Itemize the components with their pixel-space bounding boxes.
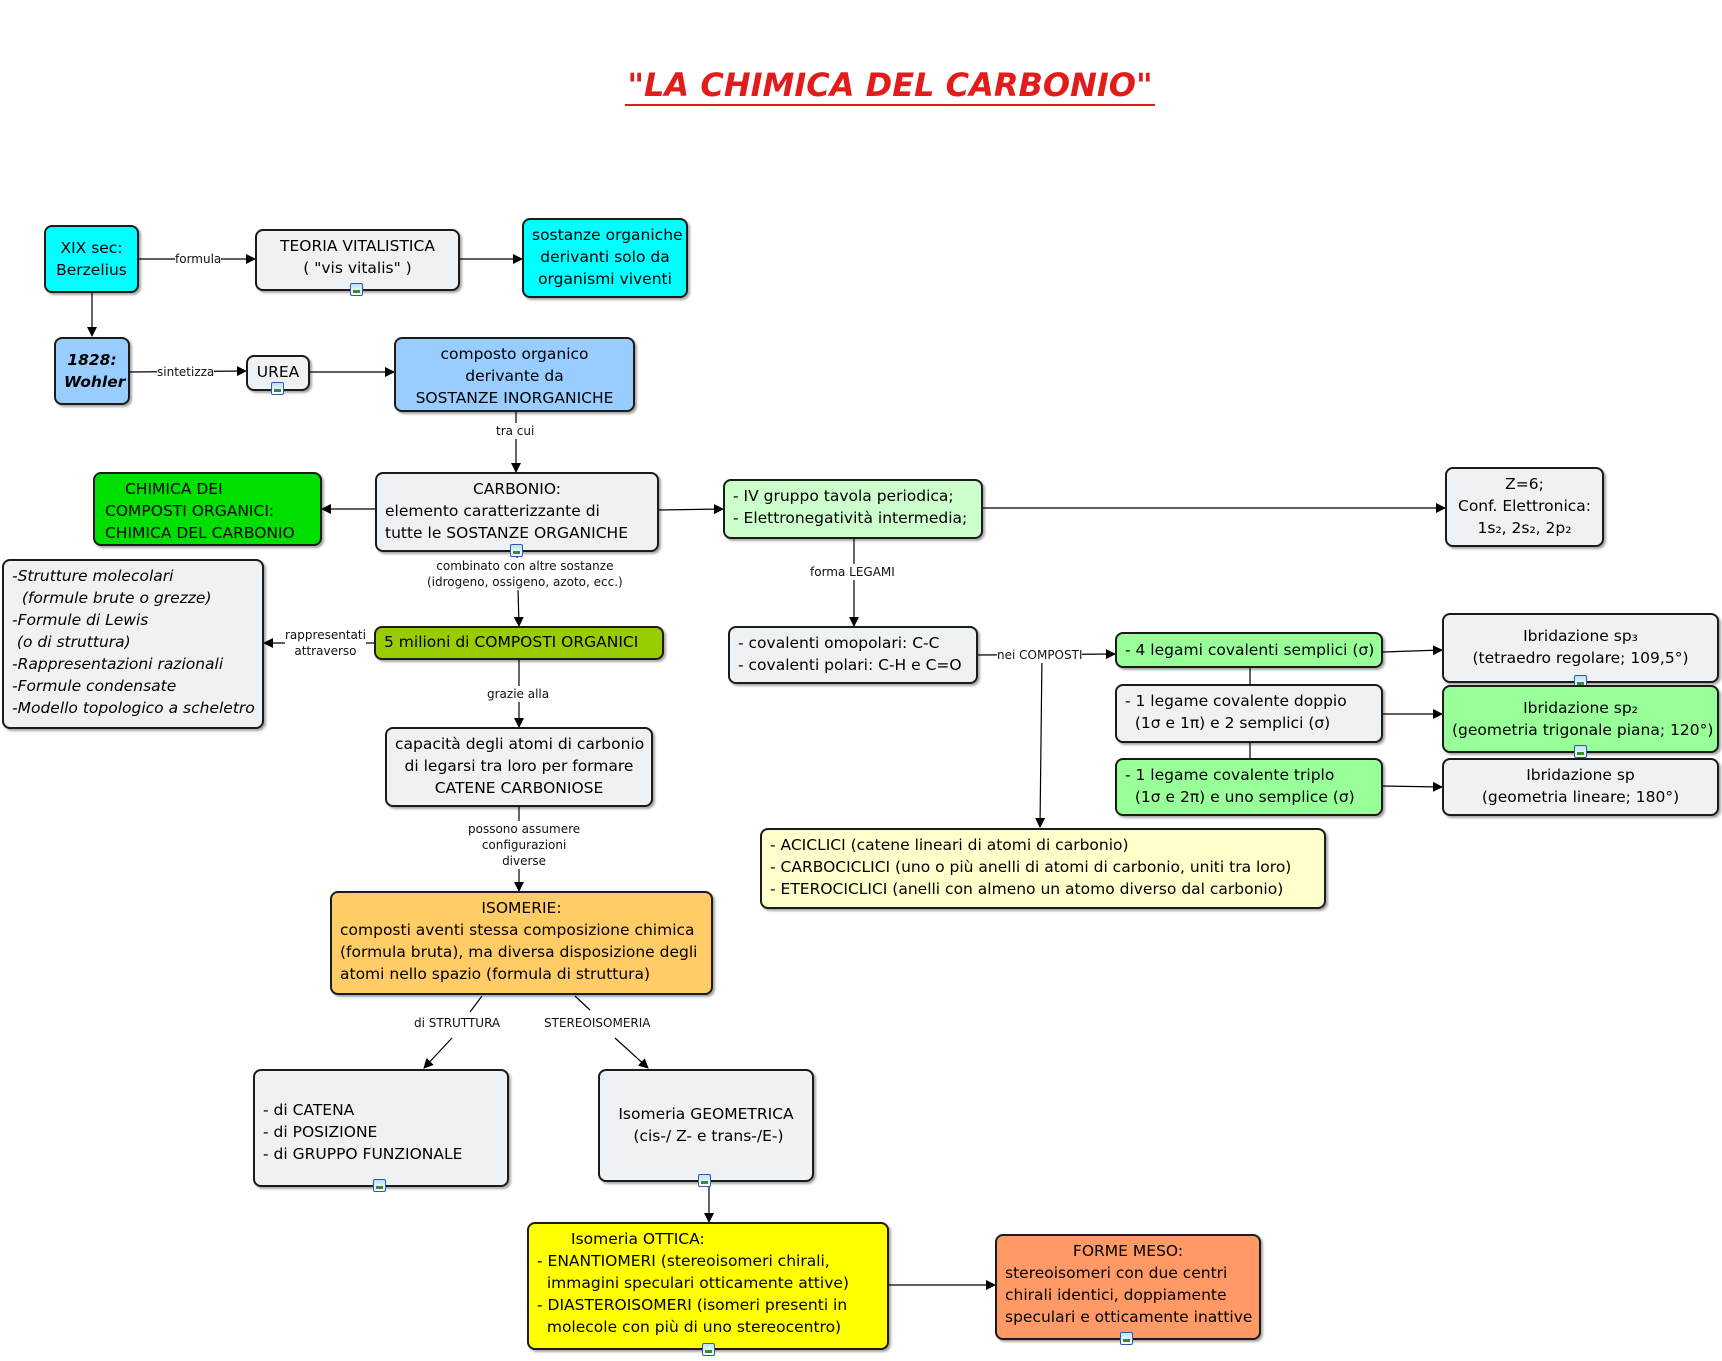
label-rappresentati: rappresentati attraverso [285,627,366,659]
node-catena[interactable]: - di CATENA - di POSIZIONE - di GRUPPO F… [253,1069,509,1187]
attachment-icon[interactable] [698,1174,711,1187]
node-doppio[interactable]: - 1 legame covalente doppio (1σ e 1π) e … [1115,684,1383,743]
node-sp2[interactable]: Ibridazione sp₂ (geometria trigonale pia… [1442,685,1719,753]
node-covalenti[interactable]: - covalenti omopolari: C-C - covalenti p… [728,626,978,684]
node-isomerie[interactable]: ISOMERIE: composti aventi stessa composi… [330,891,713,995]
link-isomerie-catena [469,995,483,1013]
node-4-legami[interactable]: - 4 legami covalenti semplici (σ) [1115,632,1383,668]
node-forme-meso[interactable]: FORME MESO: stereoisomeri con due centri… [995,1234,1261,1340]
page-title: "LA CHIMICA DEL CARBONIO" [625,66,1155,106]
link-composti-aciclici [1035,654,1046,828]
label-formula: formula [175,251,222,267]
label-forma-legami: forma LEGAMI [810,564,895,580]
node-capacita[interactable]: capacità degli atomi di carbonio di lega… [385,727,653,807]
attachment-icon[interactable] [1120,1332,1133,1345]
label-di-struttura: di STRUTTURA [414,1015,501,1031]
node-aciclici[interactable]: - ACICLICI (catene lineari di atomi di c… [760,828,1326,909]
attachment-icon[interactable] [702,1343,715,1356]
node-chimica-composti[interactable]: CHIMICA DEI COMPOSTI ORGANICI: CHIMICA D… [93,472,322,546]
node-triplo[interactable]: - 1 legame covalente triplo (1σ e 2π) e … [1115,758,1383,816]
node-z6[interactable]: Z=6; Conf. Elettronica: 1s₂, 2s₂, 2p₂ [1445,467,1604,547]
attachment-icon[interactable] [510,544,523,557]
label-possono: possono assumere configurazioni diverse [468,821,581,869]
node-carbonio[interactable]: CARBONIO: elemento caratterizzante di tu… [375,472,659,552]
attachment-icon[interactable] [350,283,363,296]
node-berzelius[interactable]: XIX sec: Berzelius [44,225,139,293]
node-ottica[interactable]: Isomeria OTTICA: - ENANTIOMERI (stereois… [527,1222,889,1350]
label-combinato: combinato con altre sostanze (idrogeno, … [427,558,623,590]
link-isomerie-geometrica [574,995,591,1011]
label-tra-cui: tra cui [496,423,535,439]
node-geometrica[interactable]: Isomeria GEOMETRICA (cis-/ Z- e trans-/E… [598,1069,814,1182]
link-carbonio-gruppo [658,504,724,515]
node-5-milioni[interactable]: 5 milioni di COMPOSTI ORGANICI [374,626,664,660]
node-gruppo[interactable]: - IV gruppo tavola periodica; - Elettron… [723,479,983,539]
node-wohler[interactable]: 1828: Wohler [54,337,130,405]
node-urea[interactable]: UREA [246,355,310,391]
attachment-icon[interactable] [1574,675,1587,688]
node-strutture[interactable]: -Strutture molecolari (formule brute o g… [2,559,264,729]
label-stereoisomeria: STEREOISOMERIA [544,1015,651,1031]
attachment-icon[interactable] [271,382,284,395]
attachment-icon[interactable] [373,1179,386,1192]
label-grazie-alla: grazie alla [487,686,550,702]
node-composto-organico[interactable]: composto organico derivante da SOSTANZE … [394,337,635,412]
node-teoria-vitalistica[interactable]: TEORIA VITALISTICA ( "vis vitalis" ) [255,229,460,291]
node-sostanze-organiche[interactable]: sostanze organiche derivanti solo da org… [522,218,688,298]
link-legami4-sp3 [1382,645,1443,656]
node-sp[interactable]: Ibridazione sp (geometria lineare; 180°) [1442,758,1719,816]
link-triplo-sp [1382,781,1443,792]
attachment-icon[interactable] [1574,745,1587,758]
label-sintetizza: sintetizza [157,364,215,380]
label-nei-composti: nei COMPOSTI [997,647,1083,663]
node-sp3[interactable]: Ibridazione sp₃ (tetraedro regolare; 109… [1442,613,1719,683]
